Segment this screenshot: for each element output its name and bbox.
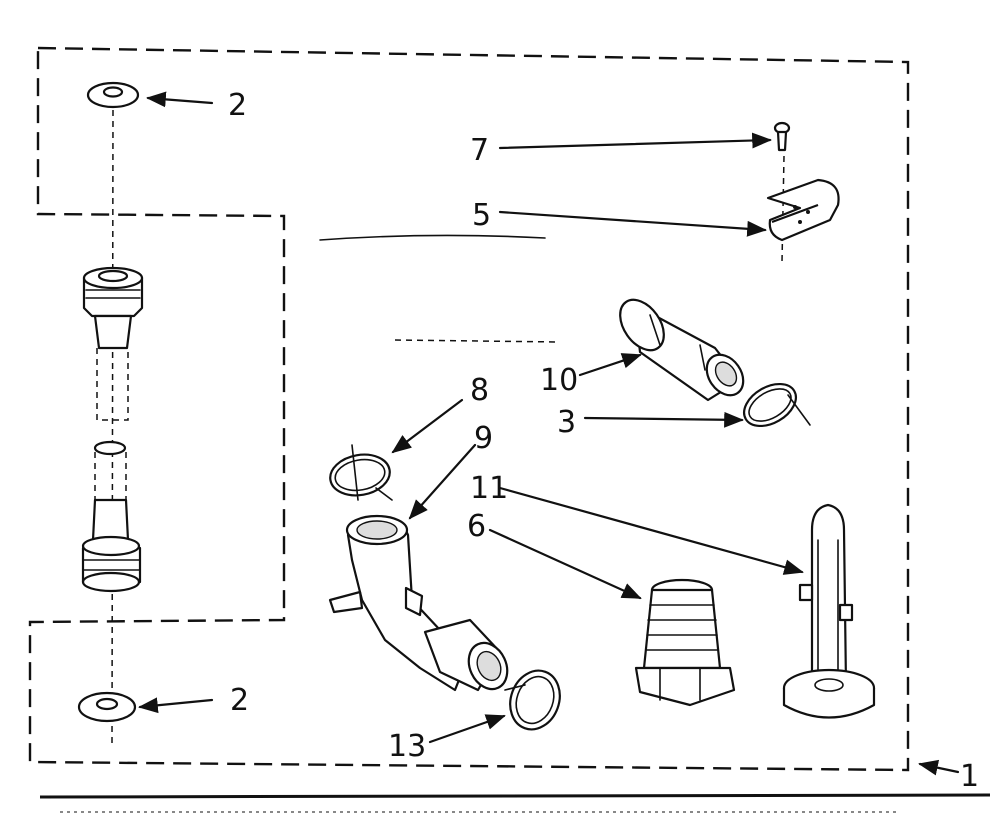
hose-clamp-lower: [504, 669, 561, 731]
callout-2-bottom: 2: [230, 683, 249, 718]
callout-6: 6: [467, 509, 486, 544]
bottom-rule: [39, 793, 991, 799]
callout-13: 13: [388, 729, 426, 764]
hose-coupling: [619, 298, 745, 402]
leader-lines: [138, 91, 960, 776]
assembly-centerline: [111, 109, 114, 746]
leveling-leg: [782, 503, 876, 719]
callout-7: 7: [470, 133, 489, 168]
kit-boundary: [28, 46, 910, 772]
divider-line: [319, 234, 546, 241]
threaded-adapter: [634, 578, 736, 707]
top-washer: [86, 81, 140, 109]
callout-11: 11: [470, 471, 508, 506]
callout-3: 3: [557, 405, 576, 440]
callout-5: 5: [472, 198, 491, 233]
callout-1: 1: [960, 759, 979, 794]
hose-upper-fitting: [82, 266, 144, 421]
divider-dashes: [394, 339, 561, 343]
screw: [773, 121, 791, 152]
clip: [766, 155, 840, 263]
bottom-washer: [77, 691, 137, 723]
callout-10: 10: [540, 363, 578, 398]
callout-8: 8: [470, 373, 489, 408]
callout-9: 9: [474, 421, 493, 456]
hose-clamp: [743, 382, 811, 428]
hose-lower-fitting: [81, 440, 142, 593]
drain-elbow: [328, 514, 509, 692]
hose-clamp-upper: [329, 444, 393, 501]
callout-2-top: 2: [228, 88, 247, 123]
